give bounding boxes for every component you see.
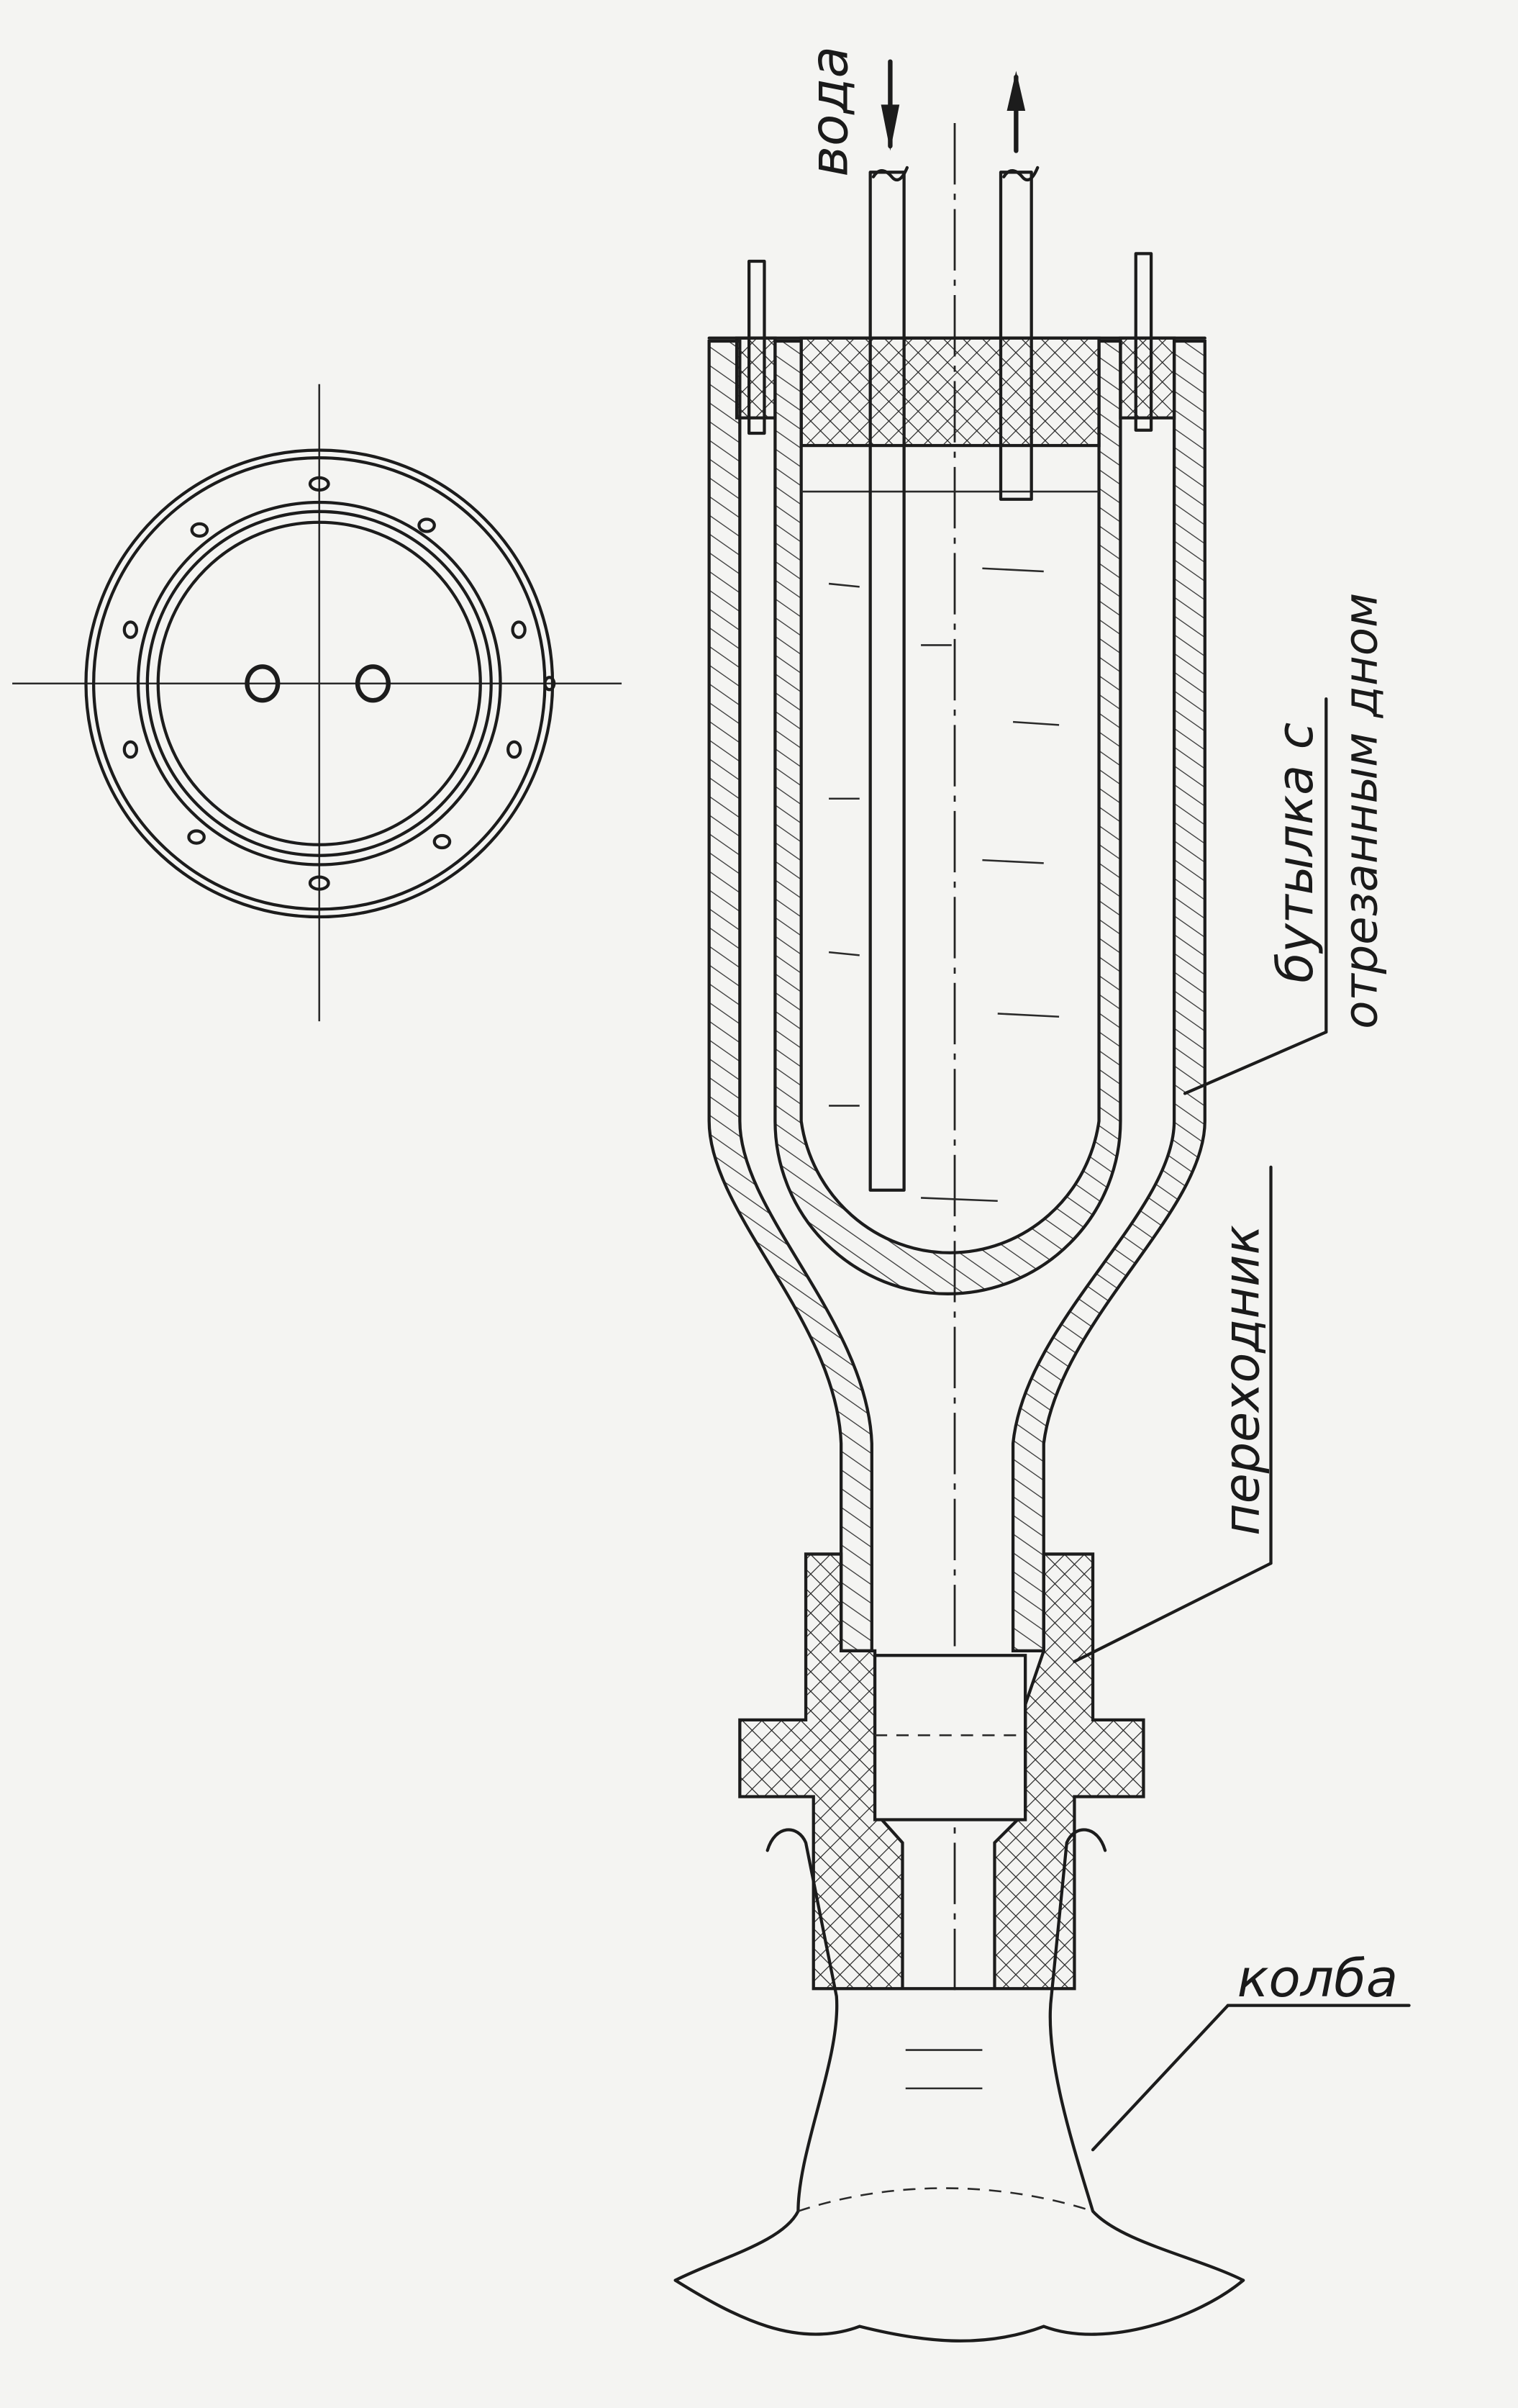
tube-hole-left	[245, 664, 281, 703]
inner-ring-inner	[156, 520, 482, 846]
liquid-lines	[801, 490, 1099, 1203]
flask-hidden-line	[797, 2187, 1094, 2212]
inner-container-wall	[773, 339, 1122, 1295]
arrow-down-icon	[881, 59, 900, 151]
bolt-holes	[122, 476, 556, 891]
tie-rod-right	[1134, 252, 1153, 432]
section-view: вода бутылка с отрезанным дном переходни…	[673, 46, 1411, 2343]
label-adapter: переходник	[1214, 1225, 1271, 1536]
flask-leader-line	[1091, 2004, 1230, 2152]
seal-left	[735, 336, 777, 420]
inner-ring-mid	[145, 510, 493, 857]
stopper	[799, 336, 1101, 448]
tube-hole-right	[355, 664, 391, 703]
arrow-up-icon	[1006, 71, 1026, 153]
tie-rod-left	[747, 259, 766, 435]
bottle-wall-right	[1011, 339, 1206, 1652]
tube-break-left	[871, 166, 909, 182]
label-bottle-line1: бутылка с	[1268, 723, 1324, 983]
inner-ring-outer	[136, 500, 502, 866]
water-outlet-tube	[999, 171, 1033, 501]
water-inlet-tube	[868, 171, 906, 1192]
flask-outline-left	[673, 1828, 839, 2282]
adapter-leader-line	[1073, 1562, 1273, 1663]
bottle-leader-line	[1183, 1030, 1328, 1095]
label-water: вода	[800, 46, 860, 177]
flask-bottom-break	[673, 2278, 1245, 2343]
tube-break-right	[1002, 166, 1040, 182]
adapter-bore	[873, 1654, 1027, 1821]
label-flask: колба	[1237, 1949, 1399, 2009]
flask-outline-right	[1048, 1828, 1245, 2282]
seal-right	[1119, 336, 1176, 420]
top-view	[12, 384, 622, 1022]
label-bottle-line2: отрезанным дном	[1335, 593, 1389, 1029]
